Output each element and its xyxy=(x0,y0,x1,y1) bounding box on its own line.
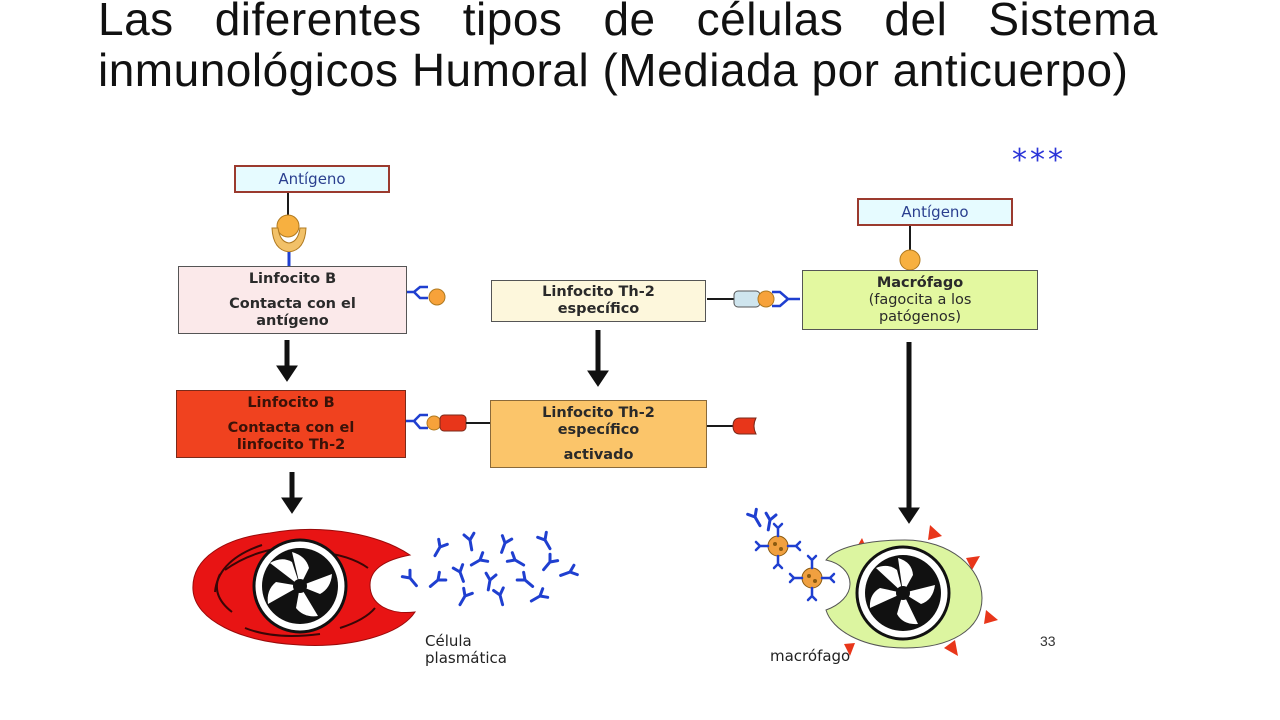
macrophage-box: Macrófago (fagocita a los patógenos) xyxy=(802,270,1038,330)
arrows xyxy=(276,330,920,524)
slide-title: Las diferentes tipos de células del Sist… xyxy=(98,0,1158,96)
presented-antigen xyxy=(757,290,775,308)
b-receptor-symbol-1 xyxy=(404,285,446,306)
b-receptor-top xyxy=(271,227,307,253)
th2-specific-line2: específico xyxy=(557,301,640,317)
macrophage-label: macrófago xyxy=(770,647,851,665)
mhc-symbol xyxy=(772,290,800,308)
antigen-box-right: Antígeno xyxy=(857,198,1013,226)
pathogens-opsonized xyxy=(746,507,836,602)
th2-specific-line1: Linfocito Th-2 xyxy=(542,284,655,300)
plasma-cell-label-line1: Célula xyxy=(425,632,472,650)
th2-activated-line3: activado xyxy=(563,446,634,463)
b-cell-th2-line1: Linfocito B xyxy=(247,394,335,411)
antigen-circle-left xyxy=(276,214,300,238)
b-cell-th2-line2: Contacta con el xyxy=(227,419,355,436)
th2-activated-box: Linfocito Th-2 específico activado xyxy=(490,400,707,468)
plasma-cell-label-line2: plasmática xyxy=(425,649,507,667)
th2-activated-line1: Linfocito Th-2 xyxy=(542,404,655,421)
macrophage-line3: patógenos) xyxy=(878,308,962,325)
th2-activated-line2: específico xyxy=(557,421,640,438)
th2-receptor-right xyxy=(707,417,757,435)
b-th2-binding xyxy=(404,413,490,432)
antigen-left-label: Antígeno xyxy=(278,169,346,188)
plasma-cell-label: Célula plasmática xyxy=(425,633,507,667)
b-cell-antigen-line2: Contacta con el xyxy=(229,295,356,312)
antigen-right-label: Antígeno xyxy=(901,202,969,221)
antigen-box-left: Antígeno xyxy=(234,165,390,193)
antigen-circle-right xyxy=(899,249,921,271)
b-cell-antigen-line1: Linfocito B xyxy=(248,270,337,287)
b-cell-antigen-line3: antígeno xyxy=(256,312,329,329)
stars-mark: *** xyxy=(1012,143,1066,178)
tcr-block xyxy=(733,290,761,308)
b-cell-th2-line3: linfocito Th-2 xyxy=(236,436,346,453)
antibodies-plasma xyxy=(400,530,579,609)
plasma-cell xyxy=(192,528,417,646)
page-number: 33 xyxy=(1040,633,1056,649)
macrophage-line1: Macrófago xyxy=(876,274,964,291)
macrophage-line2: (fagocita a los xyxy=(868,291,972,308)
macrophage-cell xyxy=(825,525,998,656)
b-cell-antigen-box: Linfocito B Contacta con el antígeno xyxy=(178,266,407,334)
th2-specific-box: Linfocito Th-2 específico xyxy=(491,280,706,322)
b-cell-th2-box: Linfocito B Contacta con el linfocito Th… xyxy=(176,390,406,458)
